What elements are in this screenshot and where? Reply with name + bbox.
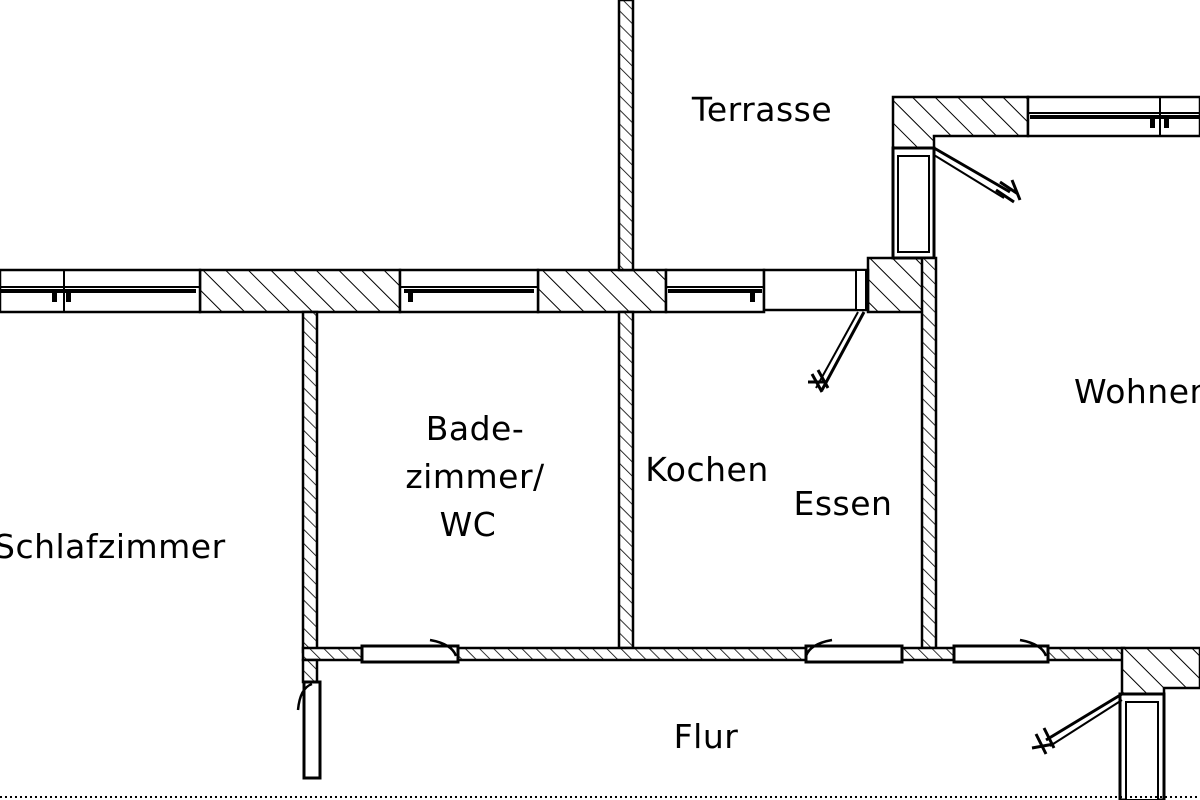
wall-bad-kochen [617,310,635,650]
door-bad [360,638,460,664]
door-wohnen [952,638,1050,664]
wall-entrance [1120,646,1200,696]
label-flur: Flur [674,717,739,756]
label-kochen: Kochen [645,450,768,489]
door-schlafzimmer [296,680,322,780]
window-schlafzimmer [0,268,202,314]
label-wohnen: Wohnen [1074,372,1200,411]
label-schlafzimmer: Schlafzimmer [0,527,226,566]
wall-wohnen-north [891,95,1030,150]
label-bad-line2: zimmer/ [405,457,545,496]
door-terrasse-essen [762,268,870,393]
wall-schlaf-bad [301,310,319,654]
window-wohnen [1026,95,1200,138]
label-terrasse: Terrasse [691,90,832,129]
label-essen: Essen [794,484,893,523]
label-bad-line1: Bade- [426,409,525,448]
wall-flur-west [301,658,319,684]
window-kochen [664,268,766,314]
wall-essen-wohnen [920,256,938,650]
door-entrance [1031,692,1166,800]
door-essen [804,638,904,664]
wall-terrasse-left [617,0,635,272]
label-bad-line3: WC [440,505,497,544]
window-bad [398,268,540,314]
door-wohnen-terrasse [891,146,1022,260]
